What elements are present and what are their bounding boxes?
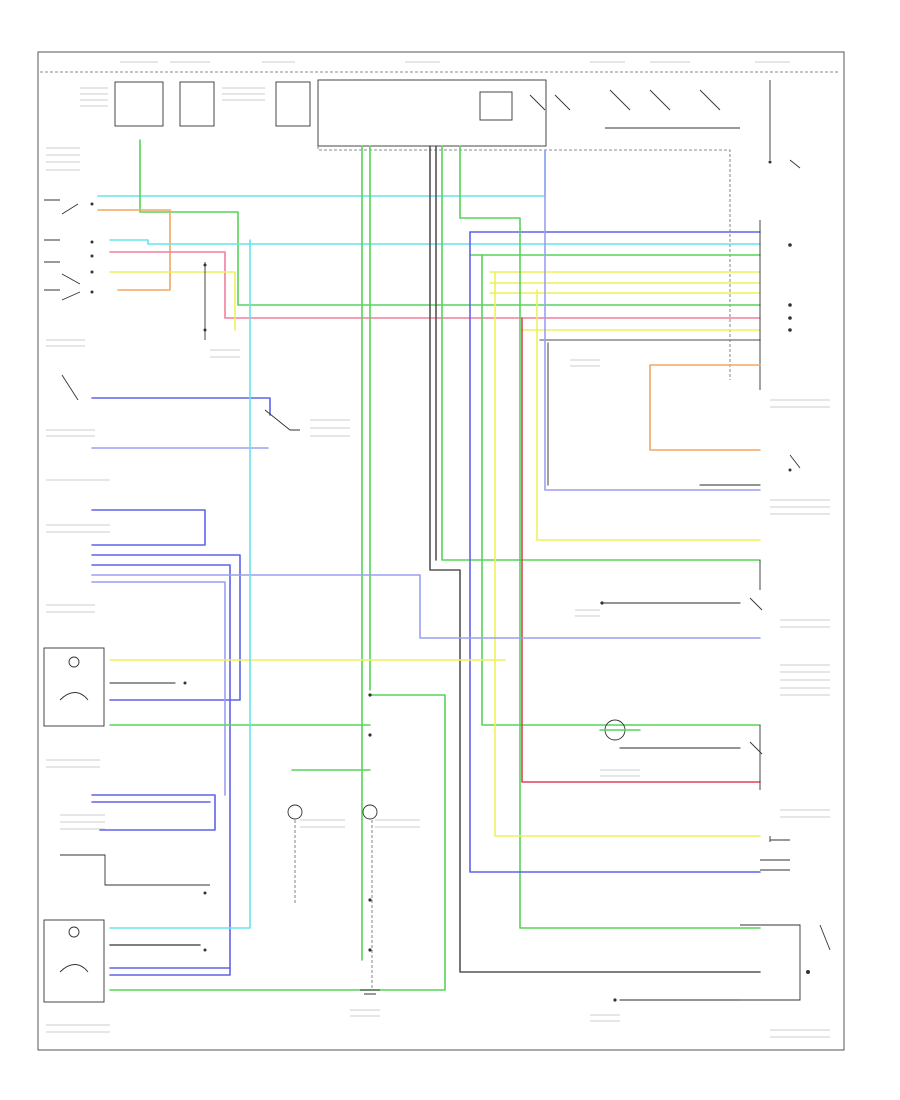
wire-green-1 bbox=[139, 139, 761, 306]
upper-harness-wires bbox=[97, 139, 792, 390]
left-lamp-assemblies bbox=[43, 239, 506, 1003]
diagram-frame bbox=[37, 51, 845, 1051]
wire-pink-1 bbox=[109, 251, 761, 319]
left-components bbox=[44, 199, 761, 976]
relay-box-3 bbox=[275, 81, 311, 127]
wire-orange-1 bbox=[97, 209, 171, 291]
fine-print-marks bbox=[46, 61, 830, 1038]
right-components bbox=[599, 454, 831, 1002]
relay-box-1 bbox=[114, 81, 164, 127]
wire-yellow-2 bbox=[489, 271, 761, 294]
wire-yellow-1 bbox=[109, 271, 236, 331]
relay-box-2 bbox=[179, 81, 215, 127]
wire-cyan-top bbox=[97, 149, 546, 197]
relay-box-main bbox=[317, 79, 547, 147]
vertical-trunks bbox=[361, 145, 761, 973]
fuse-relay-block bbox=[40, 71, 840, 380]
relay-box-5 bbox=[479, 91, 513, 121]
center-lamps bbox=[287, 693, 380, 995]
wire-cyan-2 bbox=[109, 239, 761, 245]
